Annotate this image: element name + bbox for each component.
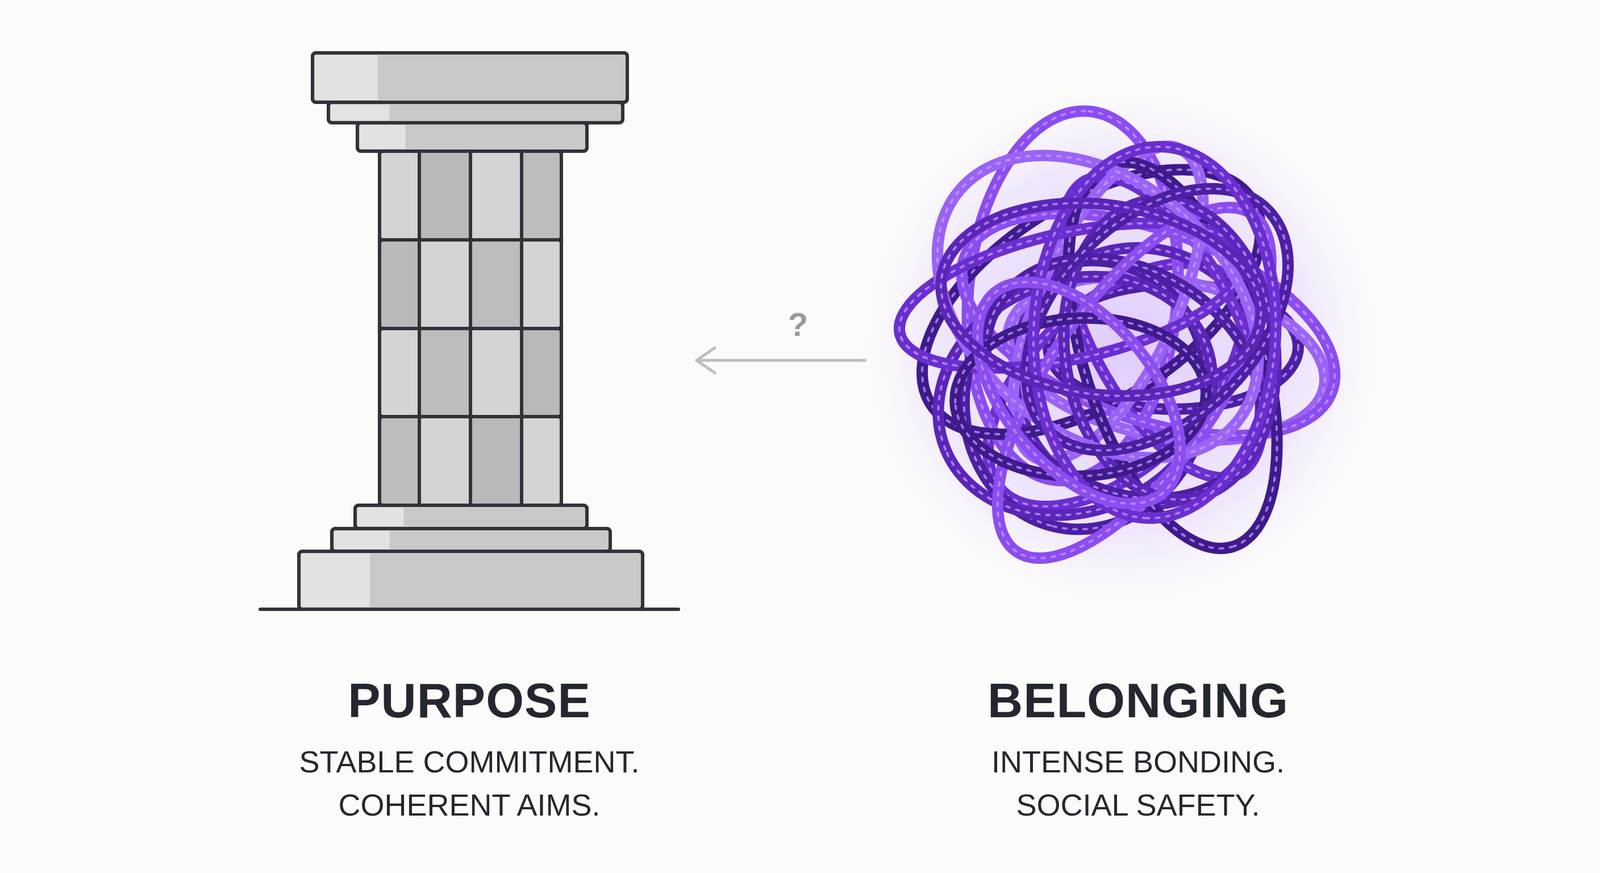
edge-label: ? (788, 305, 808, 344)
tangle-concept: BELONGING INTENSE BONDING. SOCIAL SAFETY. (905, 45, 1372, 827)
question-arrow (696, 347, 866, 373)
pillar-illustration (264, 45, 674, 614)
concept-description: STABLE COMMITMENT. COHERENT AIMS. (270, 739, 669, 827)
concept-heading: PURPOSE (264, 673, 674, 728)
concept-heading: BELONGING (905, 673, 1372, 728)
concept-description: INTENSE BONDING. SOCIAL SAFETY. (939, 739, 1337, 827)
pillar-concept: PURPOSE STABLE COMMITMENT. COHERENT AIMS. (264, 45, 674, 827)
rope-tangle-illustration (905, 45, 1372, 614)
